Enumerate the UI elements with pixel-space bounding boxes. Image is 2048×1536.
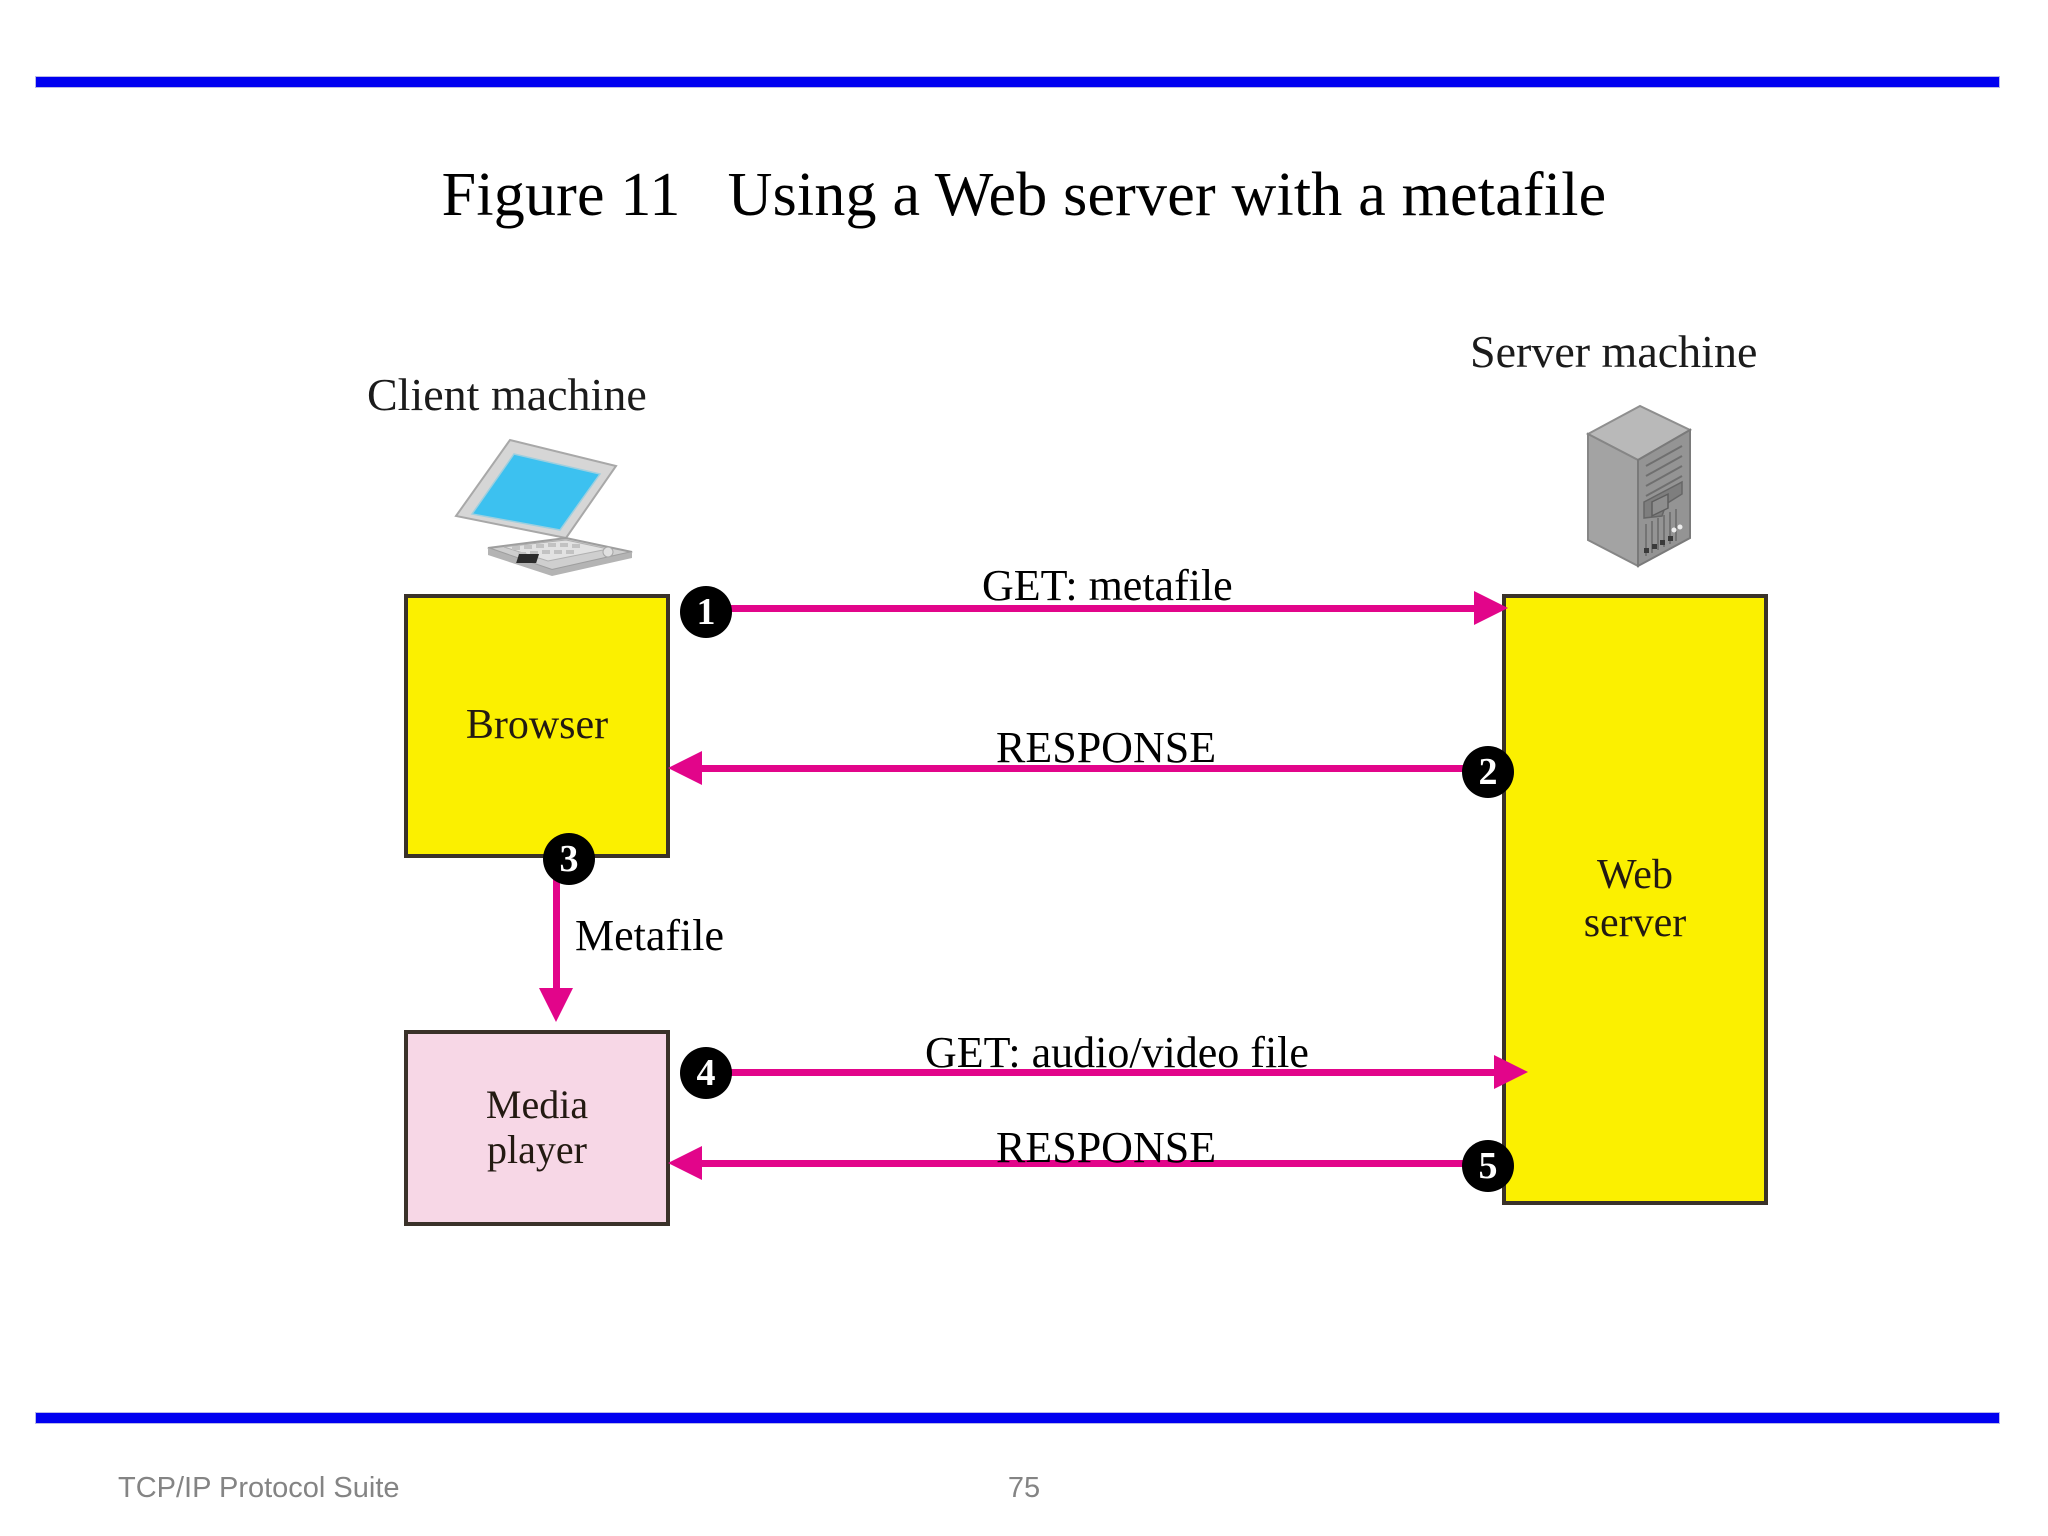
arrow-head-step-1: [1474, 591, 1508, 625]
step-badge-4: 4: [680, 1047, 732, 1099]
arrow-label-step-1: GET: metafile: [982, 561, 1233, 610]
arrow-label-step-3: Metafile: [575, 911, 725, 960]
step-badge-1: 1: [680, 586, 732, 638]
footer-page-number: 75: [1007, 1472, 1041, 1504]
footer-book-title: TCP/IP Protocol Suite: [118, 1472, 400, 1504]
browser-box[interactable]: Browser: [404, 594, 670, 858]
arrow-line-step-5: [700, 1160, 1468, 1167]
media-player-label-line2: player: [487, 1127, 587, 1172]
server-tower-icon: [1578, 398, 1698, 583]
arrow-line-step-2: [700, 765, 1468, 772]
arrow-label-step-5: RESPONSE: [996, 1123, 1217, 1172]
laptop-icon: [444, 428, 634, 583]
arrow-head-step-3: [539, 988, 573, 1022]
step-badge-3: 3: [543, 833, 595, 885]
arrow-label-step-2: RESPONSE: [996, 723, 1217, 772]
web-server-label-line1: Web: [1597, 852, 1673, 899]
arrow-head-step-4: [1494, 1055, 1528, 1089]
arrow-label-step-4: GET: audio/video file: [925, 1028, 1309, 1077]
arrow-line-step-4: [720, 1069, 1500, 1076]
web-server-box[interactable]: Web server: [1502, 594, 1768, 1205]
arrow-line-step-3: [553, 860, 560, 992]
media-player-box-label: Media player: [485, 1082, 589, 1173]
web-server-label-line2: server: [1583, 899, 1687, 946]
page-title: Figure 11 Using a Web server with a meta…: [441, 161, 1607, 229]
arrow-head-step-5: [668, 1146, 702, 1180]
media-player-box[interactable]: Media player: [404, 1030, 670, 1226]
arrow-line-step-1: [720, 605, 1480, 612]
bottom-divider-rule: [35, 1412, 2000, 1424]
server-machine-label: Server machine: [1470, 326, 1758, 377]
media-player-label-line1: Media: [485, 1082, 589, 1128]
arrow-head-step-2: [668, 751, 702, 785]
client-machine-label: Client machine: [367, 369, 647, 420]
top-divider-rule: [35, 76, 2000, 88]
web-server-box-label: Web server: [1584, 852, 1687, 946]
browser-box-label: Browser: [465, 702, 609, 749]
step-badge-5: 5: [1462, 1140, 1514, 1192]
step-badge-2: 2: [1462, 746, 1514, 798]
